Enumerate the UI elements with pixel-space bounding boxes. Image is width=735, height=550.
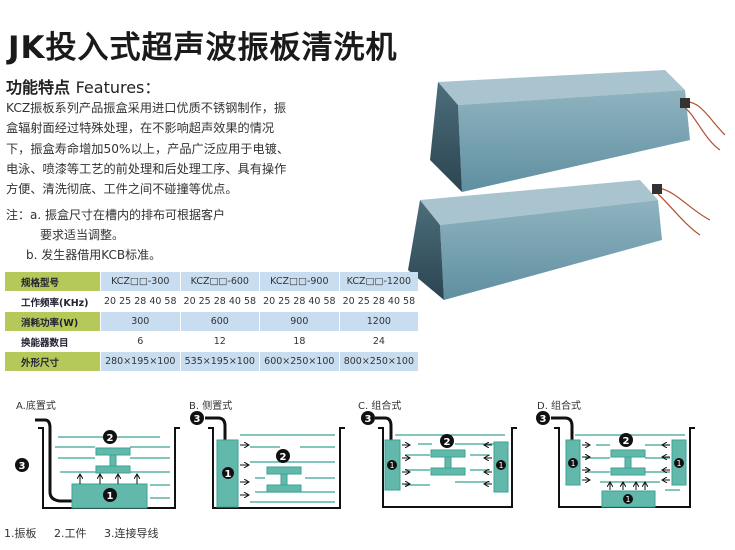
- table-row: 工作频率(KHz) 20 25 28 40 58 20 25 28 40 58 …: [5, 292, 418, 311]
- legend-plate: 1.振板: [4, 527, 37, 540]
- svg-text:1: 1: [498, 461, 503, 470]
- lower-plate-box: [408, 180, 711, 300]
- legend-workpiece: 2.工件: [54, 527, 87, 540]
- svg-text:2: 2: [623, 436, 630, 447]
- svg-text:3: 3: [540, 414, 547, 425]
- upper-plate-box: [430, 70, 726, 192]
- row-label: 规格型号: [5, 272, 100, 291]
- table-row: 外形尺寸 280×195×100 535×195×100 600×250×100…: [5, 352, 419, 371]
- svg-text:3: 3: [194, 414, 201, 425]
- cell: KCZ□□-1200: [339, 272, 419, 291]
- features-heading-cn: 功能特点: [6, 78, 71, 97]
- features-body: KCZ振板系列产品振盒采用进口优质不锈钢制作，振盒辐射面经过特殊处理，在不影响超…: [6, 101, 290, 197]
- legend-wire: 3.连接导线: [104, 527, 159, 540]
- spec-table: 规格型号 KCZ□□-300 KCZ□□-600 KCZ□□-900 KCZ□□…: [4, 271, 419, 372]
- svg-text:1: 1: [225, 469, 232, 480]
- svg-text:2: 2: [280, 452, 287, 463]
- cell: KCZ□□-300: [101, 272, 180, 291]
- cell: 280×195×100: [101, 352, 180, 371]
- cell: 24: [372, 336, 385, 347]
- diagram-legend: 1.振板 2.工件 3.连接导线: [4, 525, 173, 541]
- diagram-b-label: B. 侧置式: [189, 399, 232, 412]
- svg-text:3: 3: [19, 461, 26, 472]
- cell: 12: [213, 336, 226, 347]
- cell: 20 25 28 40 58: [342, 296, 416, 307]
- svg-text:1: 1: [625, 495, 630, 504]
- svg-text:2: 2: [444, 437, 451, 448]
- cell: 300: [101, 312, 180, 331]
- cell: 1200: [339, 312, 419, 331]
- cell: KCZ□□-900: [260, 272, 339, 291]
- page-title: JK投入式超声波振板清洗机: [8, 30, 398, 66]
- diagram-c-label: C. 组合式: [358, 399, 401, 412]
- note-b: b. 发生器借用KCB标准。: [26, 248, 162, 262]
- svg-text:1: 1: [389, 461, 394, 470]
- diagram-d: D. 组合式 3 2 1 1 1: [536, 399, 695, 508]
- cell: KCZ□□-600: [180, 272, 260, 291]
- cell: 900: [260, 312, 339, 331]
- row-label: 外形尺寸: [5, 352, 100, 371]
- cell: 535×195×100: [180, 352, 260, 371]
- features-heading: 功能特点 Features：: [6, 74, 160, 98]
- cell: 600: [180, 312, 260, 331]
- cell: 600×250×100: [260, 352, 339, 371]
- cell: 20 25 28 40 58: [104, 296, 177, 307]
- table-row: 换能器数目 6 12 18 24: [5, 332, 418, 351]
- diagram-d-label: D. 组合式: [537, 399, 581, 412]
- row-label: 工作频率(KHz): [21, 297, 89, 309]
- diagram-a: A.底置式 2 3 1: [15, 399, 180, 509]
- note-a-line2: 要求适当调整。: [40, 228, 125, 242]
- features-heading-en: Features：: [75, 78, 161, 97]
- table-row: 规格型号 KCZ□□-300 KCZ□□-600 KCZ□□-900 KCZ□□…: [5, 272, 419, 291]
- cell: 800×250×100: [339, 352, 419, 371]
- cell: 6: [137, 336, 144, 347]
- cell: 20 25 28 40 58: [263, 296, 336, 307]
- row-label: 换能器数目: [21, 337, 69, 349]
- installation-diagrams: A.底置式 2 3 1 B. 侧置式 3 2 1 C. 组合式 3 2 1 1 …: [15, 399, 695, 509]
- svg-text:2: 2: [107, 433, 114, 444]
- svg-text:3: 3: [365, 414, 372, 425]
- svg-text:1: 1: [676, 459, 681, 468]
- svg-text:1: 1: [107, 491, 114, 502]
- product-image: [408, 70, 726, 300]
- diagram-b: B. 侧置式 3 2 1: [189, 399, 345, 509]
- note-a-line1: 注：a. 振盒尺寸在槽内的排布可根据客户: [6, 208, 225, 222]
- svg-text:1: 1: [570, 459, 575, 468]
- diagram-a-label: A.底置式: [16, 399, 56, 412]
- cell: 18: [293, 336, 306, 347]
- row-label: 消耗功率(W): [5, 312, 100, 331]
- diagram-c: C. 组合式 3 2 1 1: [358, 399, 517, 508]
- cell: 20 25 28 40 58: [183, 296, 257, 307]
- table-row: 消耗功率(W) 300 600 900 1200: [5, 312, 419, 331]
